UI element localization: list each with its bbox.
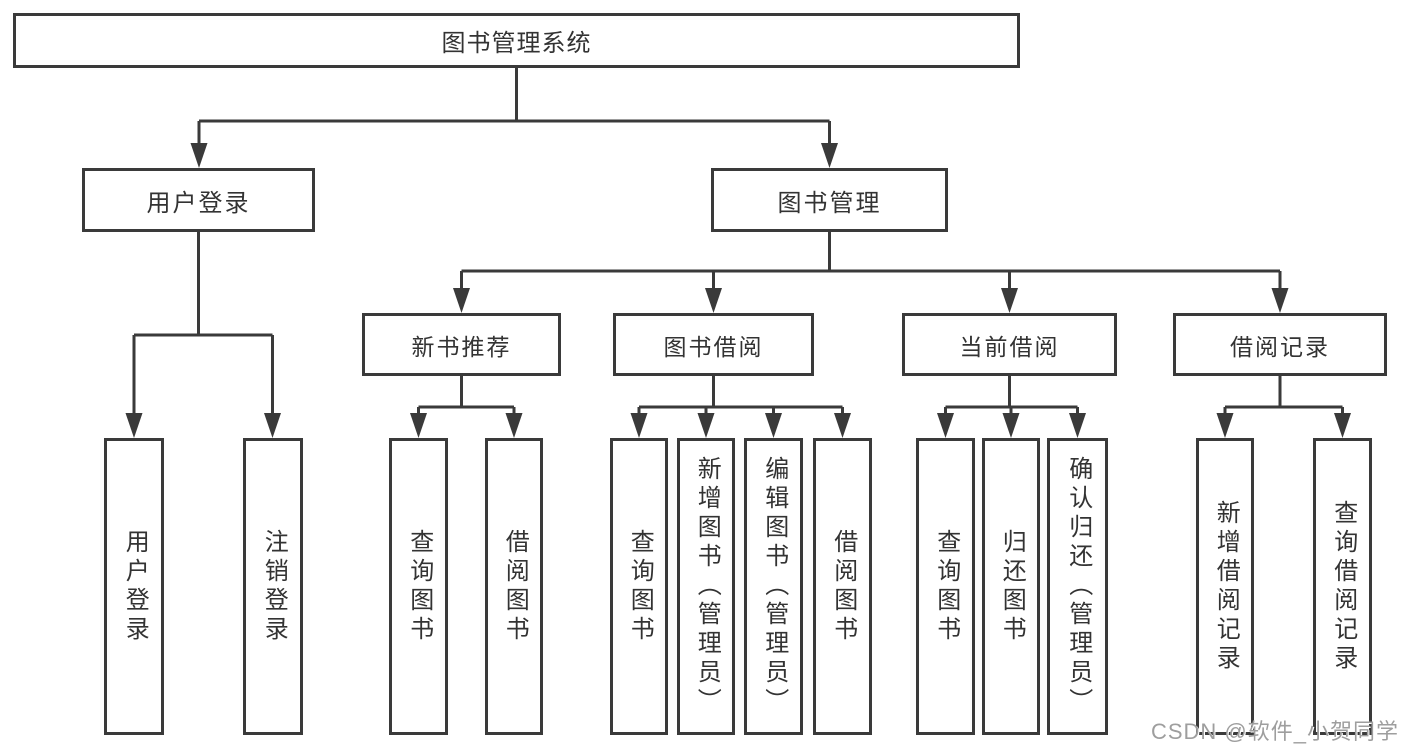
leaf-logout-login: 注销登录 bbox=[243, 438, 303, 735]
leaf-nb-borrow-books: 借阅图书 bbox=[485, 438, 543, 735]
node-user-login: 用户登录 bbox=[82, 168, 315, 232]
leaf-cb-query-books: 查询图书 bbox=[916, 438, 975, 735]
leaf-br-add-borrow-record-label: 新增借阅记录 bbox=[1212, 499, 1240, 674]
leaf-bb-add-books-admin: 新增图书（管理员） bbox=[677, 438, 735, 735]
leaf-bb-edit-books-admin: 编辑图书（管理员） bbox=[744, 438, 803, 735]
leaf-user-login-label: 用户登录 bbox=[121, 528, 149, 645]
leaf-user-login: 用户登录 bbox=[104, 438, 164, 735]
leaf-cb-query-books-label: 查询图书 bbox=[932, 528, 960, 645]
node-current-borrowing-label: 当前借阅 bbox=[959, 333, 1060, 360]
node-current-borrowing: 当前借阅 bbox=[902, 313, 1117, 376]
leaf-cb-return-books: 归还图书 bbox=[982, 438, 1040, 735]
node-book-management-label: 图书管理 bbox=[777, 189, 882, 217]
node-new-book-recommend: 新书推荐 bbox=[362, 313, 561, 376]
leaf-bb-add-books-admin-label: 新增图书（管理员） bbox=[693, 456, 721, 717]
leaf-bb-query-books: 查询图书 bbox=[610, 438, 668, 735]
node-new-book-recommend-label: 新书推荐 bbox=[411, 333, 512, 360]
leaf-cb-confirm-return-admin: 确认归还（管理员） bbox=[1047, 438, 1108, 735]
leaf-logout-login-label: 注销登录 bbox=[260, 528, 288, 645]
leaf-bb-borrow-books-label: 借阅图书 bbox=[829, 528, 857, 645]
leaf-bb-query-books-label: 查询图书 bbox=[626, 528, 654, 645]
node-user-login-label: 用户登录 bbox=[146, 189, 251, 217]
leaf-br-query-borrow-record-label: 查询借阅记录 bbox=[1329, 499, 1357, 674]
leaf-bb-edit-books-admin-label: 编辑图书（管理员） bbox=[760, 456, 788, 717]
leaf-nb-borrow-books-label: 借阅图书 bbox=[501, 528, 529, 645]
leaf-br-query-borrow-record: 查询借阅记录 bbox=[1313, 438, 1372, 735]
leaf-br-add-borrow-record: 新增借阅记录 bbox=[1196, 438, 1254, 735]
node-book-borrowing: 图书借阅 bbox=[613, 313, 814, 376]
csdn-watermark: CSDN @软件_小贺同学 bbox=[1150, 719, 1399, 744]
root-node-label: 图书管理系统 bbox=[441, 30, 592, 57]
node-borrowing-records-label: 借阅记录 bbox=[1230, 333, 1330, 360]
node-book-management: 图书管理 bbox=[711, 168, 948, 232]
node-borrowing-records: 借阅记录 bbox=[1173, 313, 1387, 376]
leaf-cb-confirm-return-admin-label: 确认归还（管理员） bbox=[1064, 456, 1092, 717]
node-book-borrowing-label: 图书借阅 bbox=[663, 333, 764, 360]
leaf-bb-borrow-books: 借阅图书 bbox=[813, 438, 872, 735]
leaf-nb-query-books-label: 查询图书 bbox=[405, 528, 433, 645]
leaf-cb-return-books-label: 归还图书 bbox=[998, 528, 1026, 645]
leaf-nb-query-books: 查询图书 bbox=[389, 438, 448, 735]
root-node-library-management-system: 图书管理系统 bbox=[13, 13, 1020, 68]
